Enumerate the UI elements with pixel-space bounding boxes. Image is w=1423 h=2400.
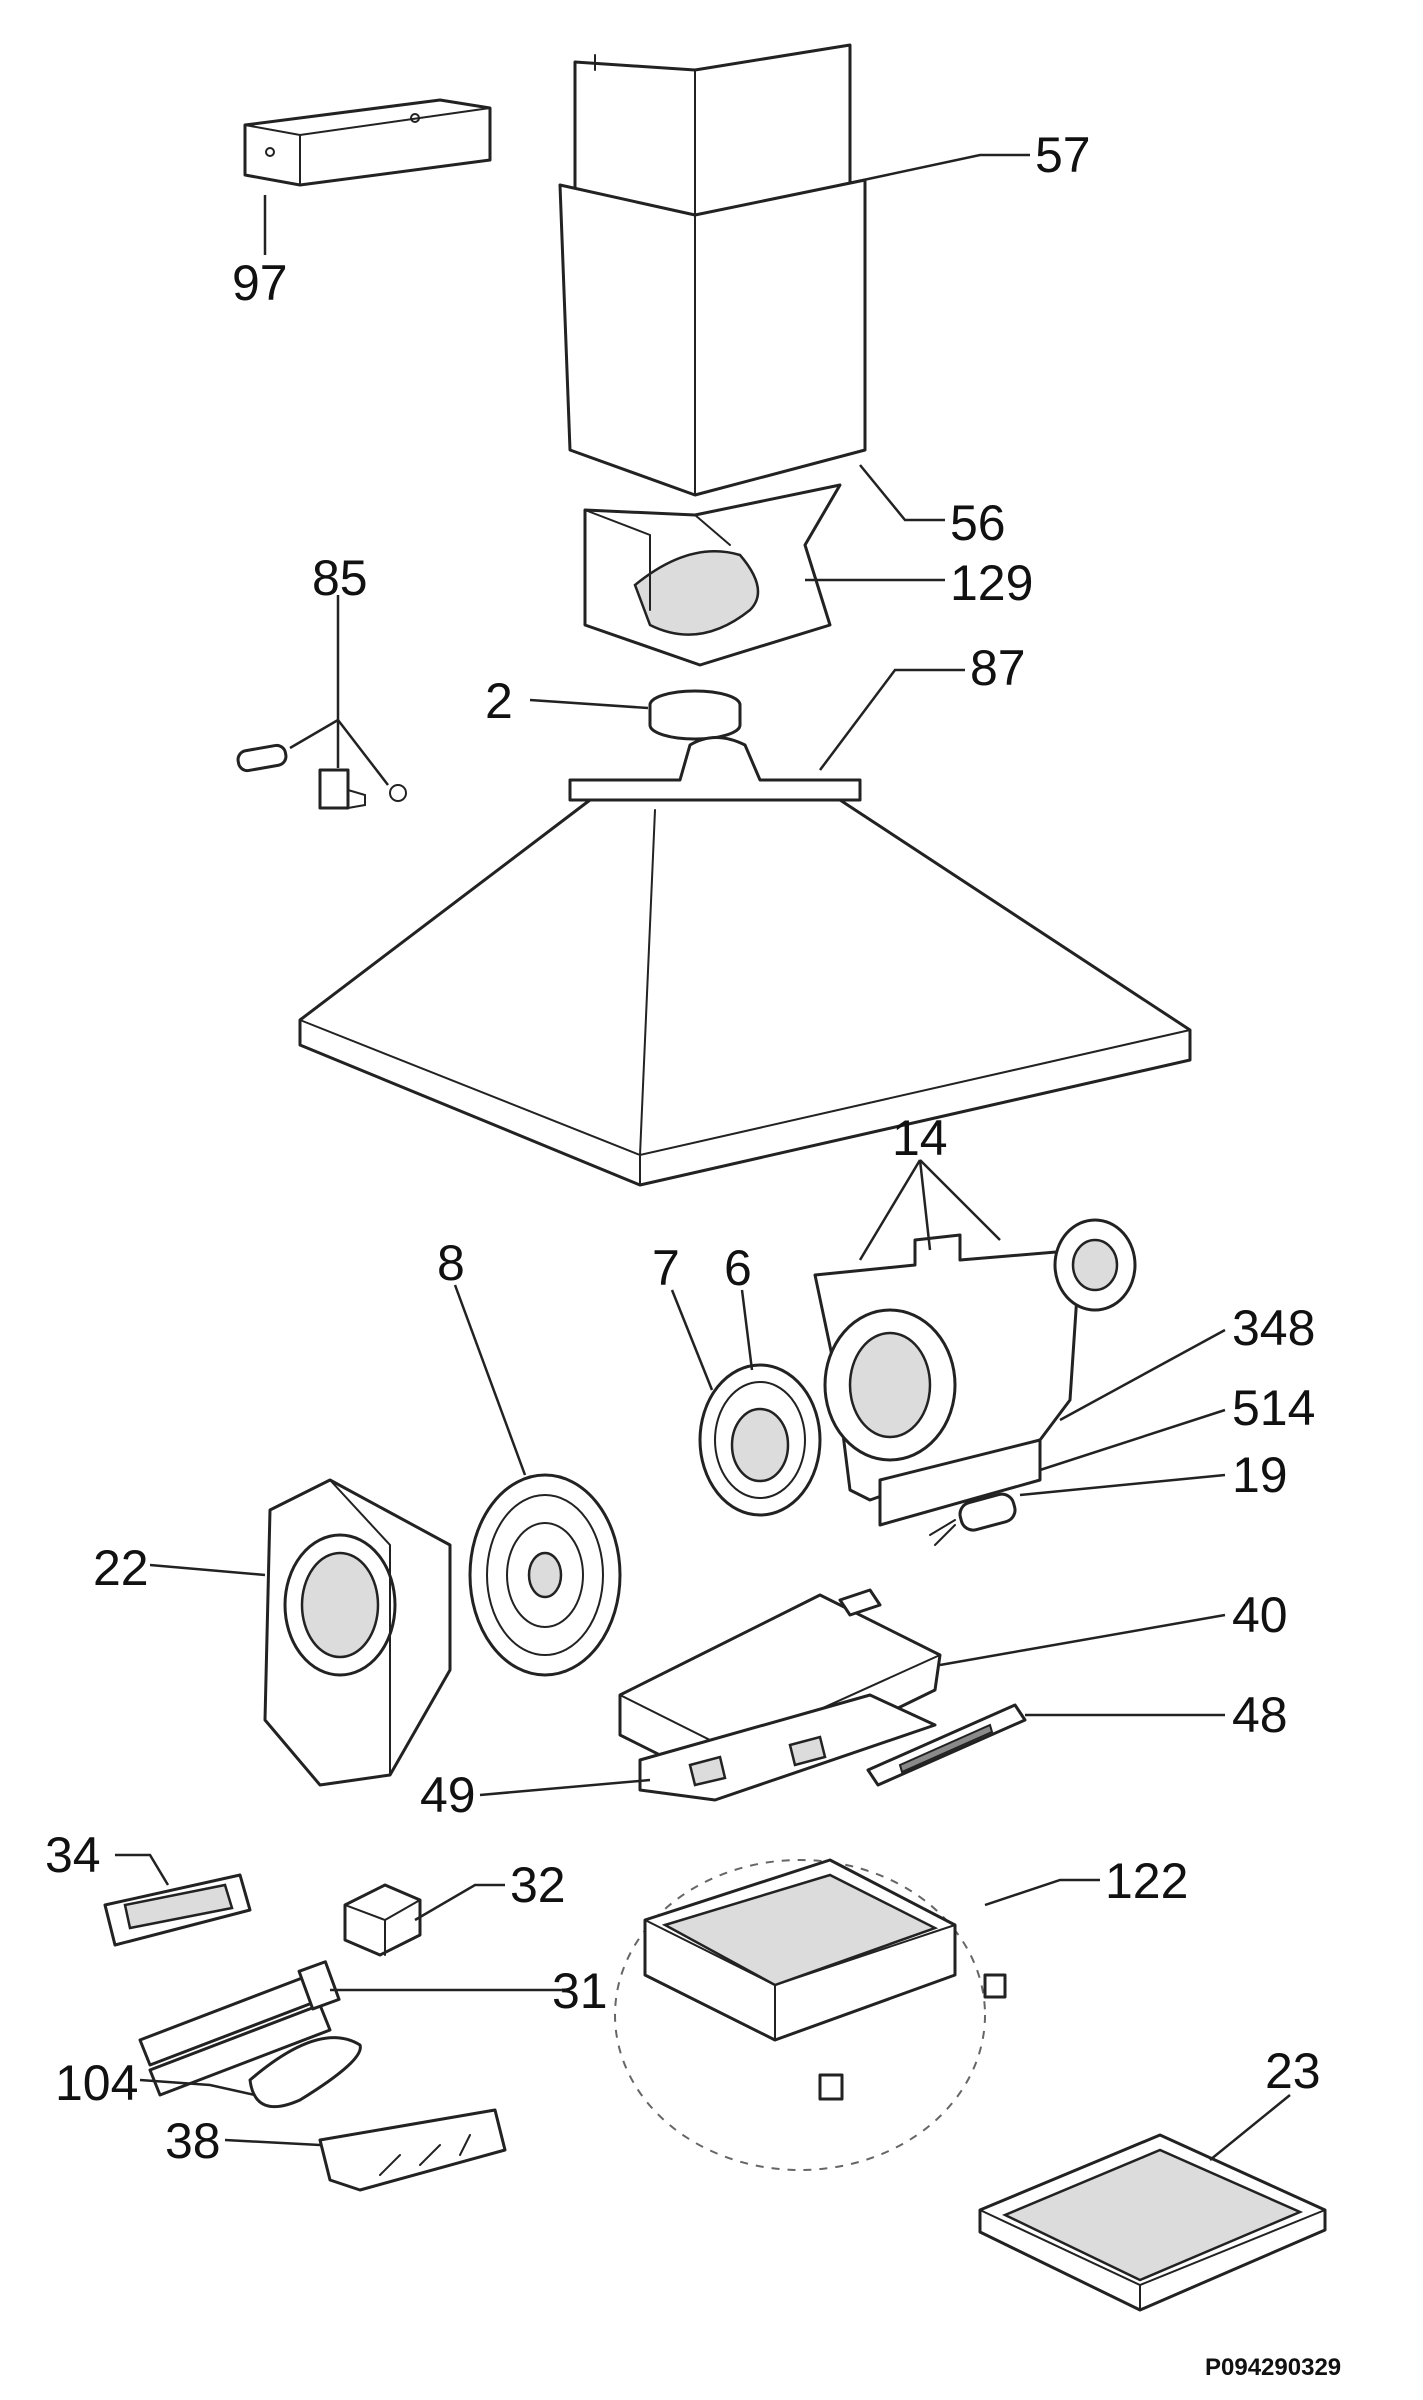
callout-49: 49 [420, 1767, 476, 1823]
callout-40: 40 [1232, 1587, 1288, 1643]
leader-104 [139, 2078, 256, 2097]
part-85-fixing-kit[interactable] [236, 743, 407, 810]
callout-32: 32 [510, 1857, 566, 1913]
leader-40 [939, 1613, 1226, 1667]
leader-56 [859, 464, 945, 522]
drawing-code: P094290329 [1205, 2354, 1341, 2381]
leader-57 [839, 153, 1030, 187]
callout-8: 8 [437, 1235, 465, 1291]
callout-31: 31 [552, 1963, 608, 2019]
callout-38: 38 [165, 2113, 221, 2169]
leader-8 [453, 1284, 527, 1476]
callout-48: 48 [1232, 1687, 1288, 1743]
part-129-air-deflector[interactable] [583, 483, 842, 667]
part-23-grease-filter[interactable] [978, 2133, 1327, 2312]
callout-85: 85 [312, 550, 368, 606]
group-122-outline [614, 1859, 986, 2171]
leader-85c [337, 719, 389, 786]
part-14-blower-assembly[interactable] [813, 1218, 1137, 1527]
part-19-capacitor[interactable] [929, 1491, 1018, 1546]
callout-97: 97 [232, 255, 288, 311]
leader-2 [529, 698, 649, 710]
callout-129: 129 [950, 555, 1033, 611]
leader-514 [1039, 1408, 1226, 1472]
part-56-lower-chimney[interactable] [558, 178, 867, 497]
part-122-filter-frame[interactable] [643, 1858, 1007, 2101]
leader-23 [1209, 2094, 1291, 2161]
leader-87 [819, 668, 965, 771]
callout-57: 57 [1035, 127, 1091, 183]
leader-49 [479, 1778, 651, 1797]
part-6-fan-wheel[interactable] [698, 1363, 822, 1517]
part-87-hood-canopy[interactable] [298, 736, 1192, 1187]
callout-34: 34 [45, 1827, 101, 1883]
leader-85 [289, 595, 340, 750]
callout-22: 22 [93, 1540, 149, 1596]
part-48-switch-panel[interactable] [866, 1703, 1027, 1787]
part-49-circuit-board[interactable] [638, 1693, 937, 1802]
leader-19 [1019, 1473, 1226, 1497]
leader-14a [858, 1159, 922, 1261]
callout-23: 23 [1265, 2043, 1321, 2099]
callout-56: 56 [950, 495, 1006, 551]
part-97-wall-bracket[interactable] [243, 98, 492, 187]
part-31-fluorescent-tube[interactable] [138, 1960, 341, 2097]
leader-122 [984, 1878, 1100, 1907]
part-38-light-cover[interactable] [318, 2108, 507, 2192]
callout-87: 87 [970, 640, 1026, 696]
callout-104: 104 [55, 2055, 138, 2111]
callout-14: 14 [892, 1110, 948, 1166]
leader-6 [740, 1289, 754, 1371]
part-34-lamp-holder[interactable] [103, 1873, 252, 1947]
leader-38 [224, 2138, 321, 2147]
part-8-motor-cover[interactable] [468, 1473, 622, 1677]
callout-19: 19 [1232, 1447, 1288, 1503]
callout-2: 2 [485, 673, 513, 729]
callout-514: 514 [1232, 1380, 1315, 1436]
part-2-flange-ring[interactable] [648, 689, 742, 741]
callout-6: 6 [724, 1240, 752, 1296]
leader-14c [919, 1159, 1001, 1241]
leader-34 [115, 1853, 170, 1886]
callout-122: 122 [1105, 1853, 1188, 1909]
part-32-lamp-socket[interactable] [343, 1883, 422, 1957]
part-22-air-inlet-housing[interactable] [263, 1478, 452, 1787]
callout-348: 348 [1232, 1300, 1315, 1356]
part-104-lamp-diffuser[interactable] [248, 2036, 362, 2109]
leader-348 [1059, 1328, 1226, 1422]
leader-32 [414, 1883, 505, 1922]
leader-7 [670, 1289, 714, 1391]
leader-22 [149, 1563, 266, 1577]
leader-14b [918, 1159, 932, 1251]
callout-7: 7 [652, 1240, 680, 1296]
